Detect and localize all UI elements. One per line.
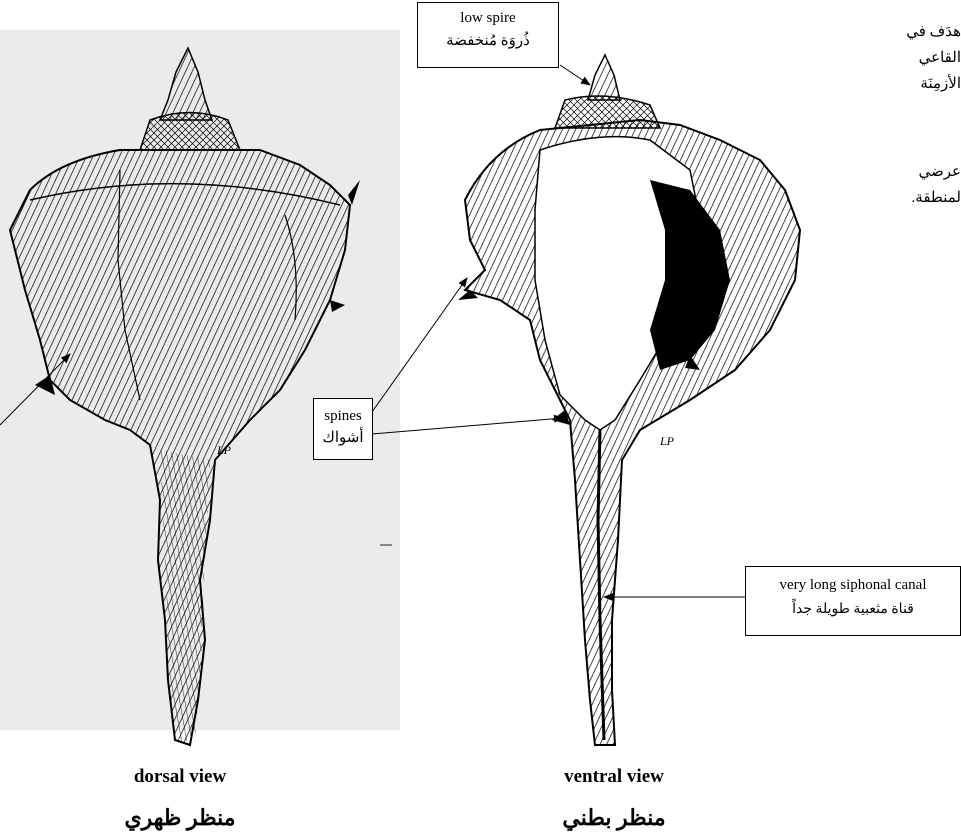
spines-label-ar: أشواك [314,429,372,448]
side-text-line-5: لمنطقة. [912,185,961,211]
low-spire-arrow [560,65,590,85]
low-spire-label-en: low spire [418,9,558,28]
siphonal-canal-label-en: very long siphonal canal [746,576,960,595]
side-text-line-4: عرضي [919,159,961,185]
spines-label-en: spines [314,407,372,426]
spines-arrow-lower [372,418,563,434]
siphonal-canal-label-ar: قناة مثعبية طويلة جداً [746,600,960,619]
siphonal-canal-label: very long siphonal canal قناة مثعبية طوي… [745,566,961,636]
dorsal-caption-ar: منظر ظهري [90,805,270,831]
side-text-line-3: الأزمِنَة [920,71,961,97]
low-spire-label: low spire ذُروَة مُنخفضة [417,2,559,68]
signature-dorsal: LP [216,443,232,457]
side-text-line-1: هدَف في [906,19,961,45]
spines-label: spines أشواك [313,398,373,460]
ventral-caption-ar: منظر بطني [524,805,704,831]
side-text-line-2: القاعي [919,45,961,71]
ventral-caption-en: ventral view [524,766,704,788]
signature-ventral: LP [659,434,675,448]
ventral-shell [458,55,800,745]
dorsal-caption-en: dorsal view [90,766,270,788]
low-spire-label-ar: ذُروَة مُنخفضة [418,32,558,51]
